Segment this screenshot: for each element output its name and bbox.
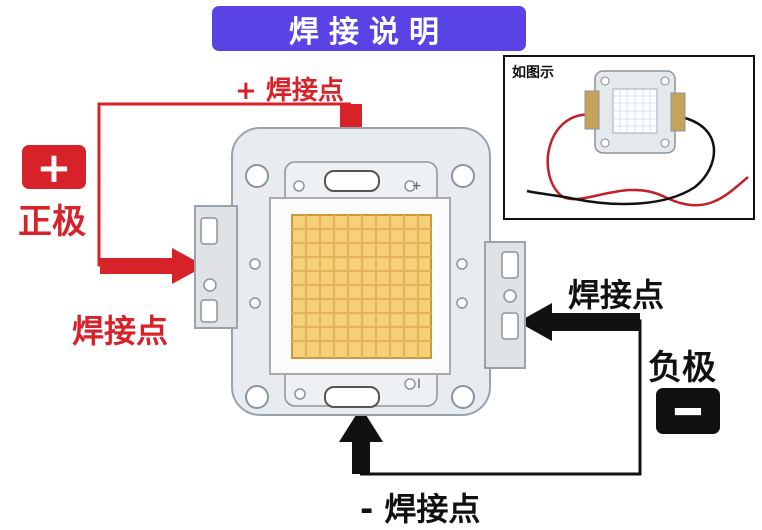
inset-caption: 如图示 xyxy=(512,65,554,81)
inset-led-photo xyxy=(526,70,749,207)
left-solder-label: 焊接点 xyxy=(72,312,169,350)
title-banner: 焊接说明 xyxy=(212,6,526,51)
top-solder-label: + 焊接点 xyxy=(235,76,344,106)
chip-plus-mark: + xyxy=(412,178,421,195)
negative-badge: ━ xyxy=(656,387,720,436)
page-title: 焊接说明 xyxy=(289,14,449,50)
bottom-solder-label: - 焊接点 xyxy=(360,490,481,528)
negative-side-arrow xyxy=(518,303,640,341)
right-solder-label: 焊接点 xyxy=(568,276,665,314)
chip-minus-mark: I xyxy=(417,375,421,391)
positive-side-arrow xyxy=(100,248,205,284)
positive-label: 正极 xyxy=(18,202,86,242)
negative-label: 负极 xyxy=(648,348,716,388)
negative-pad-arrow xyxy=(339,407,383,474)
positive-badge: + xyxy=(22,143,86,192)
led-grid xyxy=(292,215,431,358)
